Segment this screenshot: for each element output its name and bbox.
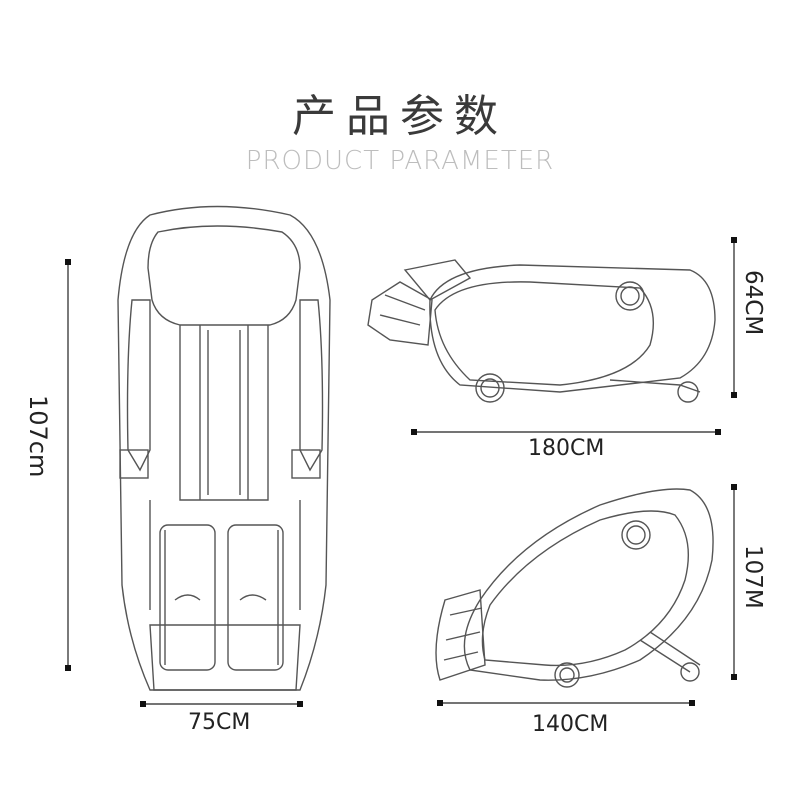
- front-view-chair: [117, 205, 331, 691]
- recline-height-label: 107M: [740, 545, 766, 609]
- front-width-label: 75CM: [188, 710, 251, 735]
- reclined-chair: [435, 488, 714, 688]
- recline-length-label: 140CM: [532, 712, 609, 737]
- side-length-label: 180CM: [528, 436, 605, 461]
- page-title: 产品参数: [292, 91, 508, 142]
- side-height-dimension: [731, 237, 737, 398]
- front-height-label: 107cm: [24, 395, 52, 478]
- recline-length-dimension: [437, 700, 695, 706]
- front-width-dimension: [140, 701, 303, 707]
- front-height-dimension: [65, 259, 71, 671]
- page-subtitle: PRODUCT PARAMETER: [245, 146, 555, 176]
- side-length-dimension: [411, 429, 721, 435]
- side-view-chair: [367, 259, 716, 403]
- recline-height-dimension: [731, 484, 737, 680]
- side-height-label: 64CM: [740, 270, 766, 336]
